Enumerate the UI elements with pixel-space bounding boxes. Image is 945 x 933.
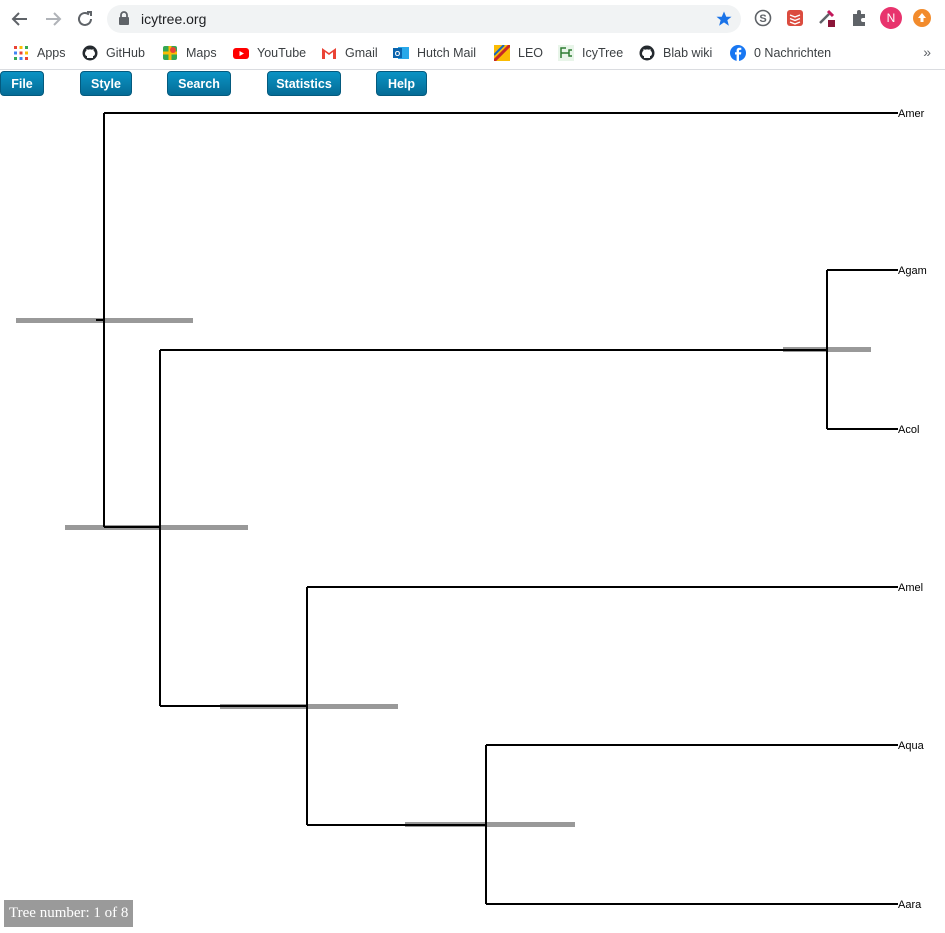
back-arrow-icon xyxy=(11,12,27,26)
outlook-icon: O xyxy=(393,47,409,59)
update-menu-icon[interactable] xyxy=(912,8,932,28)
bookmark-maps[interactable]: Maps xyxy=(162,43,217,63)
puzzle-extensions-icon[interactable] xyxy=(849,8,869,28)
bookmark-label: YouTube xyxy=(257,46,307,60)
back-button[interactable] xyxy=(8,7,32,31)
reload-button[interactable] xyxy=(73,7,97,31)
menu-statistics-button[interactable]: Statistics xyxy=(267,71,341,96)
menu-help-button[interactable]: Help xyxy=(376,71,427,96)
profile-avatar[interactable]: N xyxy=(880,7,902,29)
github-icon xyxy=(82,45,98,61)
todoist-extension-icon[interactable] xyxy=(785,8,805,28)
skype-extension-icon[interactable]: S xyxy=(753,8,773,28)
lock-icon xyxy=(119,11,129,25)
reload-icon xyxy=(78,11,92,26)
bookmark-label: Blab wiki xyxy=(663,46,713,60)
tree-branches xyxy=(96,112,898,905)
leo-icon xyxy=(494,45,510,61)
bookmark-hutch-mail[interactable]: O Hutch Mail xyxy=(393,43,476,63)
bookmark-star-icon[interactable] xyxy=(715,10,733,28)
phylogenetic-tree-canvas[interactable]: Amer Agam Acol Amel Aqua Aara xyxy=(0,98,945,933)
menu-file-button[interactable]: File xyxy=(0,71,44,96)
bookmark-icytree[interactable]: IcyTree xyxy=(558,43,623,63)
youtube-icon xyxy=(233,48,249,59)
leaf-label[interactable]: Amer xyxy=(898,108,925,120)
maps-icon xyxy=(163,46,177,60)
error-bar-node xyxy=(405,822,575,827)
error-bar-node xyxy=(220,704,398,709)
leaf-label[interactable]: Aqua xyxy=(898,740,925,752)
url-text: icytree.org xyxy=(141,11,207,27)
bookmark-label: 0 Nachrichten xyxy=(754,46,832,60)
bookmark-github[interactable]: GitHub xyxy=(82,43,145,63)
forward-button[interactable] xyxy=(41,7,65,31)
leaf-label[interactable]: Amel xyxy=(898,582,923,594)
bookmark-facebook[interactable]: 0 Nachrichten xyxy=(730,43,831,63)
apps-grid-icon xyxy=(14,46,28,60)
node-error-bars xyxy=(16,318,871,827)
address-bar[interactable]: icytree.org xyxy=(107,5,741,33)
forward-arrow-icon xyxy=(46,12,62,26)
leaf-label[interactable]: Acol xyxy=(898,424,919,436)
icytree-icon xyxy=(558,45,574,61)
icytree-menu-bar: File Style Search Statistics Help xyxy=(0,70,945,98)
bookmark-apps[interactable]: Apps xyxy=(13,43,66,63)
facebook-icon xyxy=(730,45,746,61)
bookmark-label: LEO xyxy=(518,46,544,60)
gmail-icon xyxy=(322,48,336,59)
tree-number-status: Tree number: 1 of 8 xyxy=(4,900,134,927)
bookmark-label: IcyTree xyxy=(582,46,624,60)
browser-toolbar: icytree.org S N xyxy=(0,0,945,37)
bookmark-label: GitHub xyxy=(106,46,145,60)
svg-text:S: S xyxy=(759,13,766,25)
bookmarks-bar: Apps GitHub Maps YouTube Gmail O Hutch M… xyxy=(0,37,945,70)
menu-style-button[interactable]: Style xyxy=(80,71,132,96)
bookmark-leo[interactable]: LEO xyxy=(494,43,543,63)
bookmark-label: Apps xyxy=(37,46,66,60)
eyedropper-extension-icon[interactable] xyxy=(817,8,837,28)
bookmark-blab-wiki[interactable]: Blab wiki xyxy=(639,43,712,63)
leaf-label[interactable]: Agam xyxy=(898,265,927,277)
svg-text:O: O xyxy=(395,51,401,58)
github-icon xyxy=(639,45,655,61)
bookmark-label: Gmail xyxy=(345,46,378,60)
bookmark-gmail[interactable]: Gmail xyxy=(321,43,378,63)
bookmark-label: Hutch Mail xyxy=(417,46,477,60)
menu-search-button[interactable]: Search xyxy=(167,71,231,96)
bookmarks-overflow-button[interactable]: » xyxy=(923,44,931,60)
leaf-label[interactable]: Aara xyxy=(898,899,922,911)
bookmark-label: Maps xyxy=(186,46,217,60)
bookmark-youtube[interactable]: YouTube xyxy=(233,43,306,63)
profile-initial: N xyxy=(886,11,896,25)
